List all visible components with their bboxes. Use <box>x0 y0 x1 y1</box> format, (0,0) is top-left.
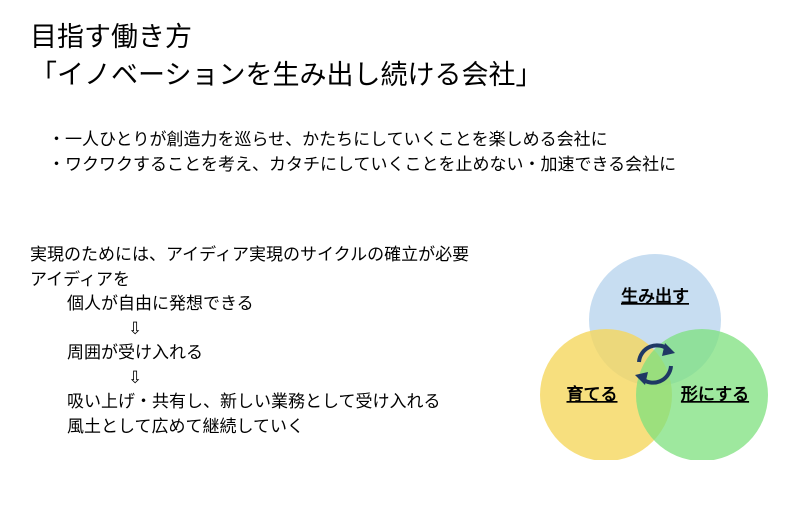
step-item: 個人が自由に発想できる <box>67 294 254 314</box>
bullet-list: ・一人ひとりが創造力を巡らせ、かたちにしていくことを楽しめる会社に ・ワクワクす… <box>48 128 676 178</box>
venn-diagram: 生み出す 育てる 形にする <box>540 254 768 460</box>
step-item: 吸い上げ・共有し、新しい業務として受け入れる <box>67 392 441 412</box>
description-line: 実現のためには、アイディア実現のサイクルの確立が必要 <box>30 245 470 265</box>
venn-label-right: 形にする <box>681 384 749 405</box>
bullet-item: ・ワクワクすることを考え、カタチにしていくことを止めない・加速できる会社に <box>48 155 677 175</box>
down-arrow-icon: ⇩ <box>128 367 143 388</box>
page-title-line2: 「イノベーションを生み出し続ける会社」 <box>30 60 543 91</box>
venn-label-top: 生み出す <box>621 286 689 307</box>
cycle-description: 実現のためには、アイディア実現のサイクルの確立が必要 アイディアを 個人が自由に… <box>30 243 469 439</box>
venn-circle-right <box>636 329 768 460</box>
venn-label-left: 育てる <box>567 384 618 405</box>
bullet-item: ・一人ひとりが創造力を巡らせ、かたちにしていくことを楽しめる会社に <box>48 130 608 150</box>
page-title-line1: 目指す働き方 <box>30 22 192 53</box>
description-line: アイディアを <box>30 269 130 290</box>
cycle-arrows-icon <box>635 343 675 385</box>
step-item: 風土として広めて継続していく <box>67 416 304 437</box>
down-arrow-icon: ⇩ <box>128 318 143 339</box>
step-item: 周囲が受け入れる <box>67 343 203 363</box>
